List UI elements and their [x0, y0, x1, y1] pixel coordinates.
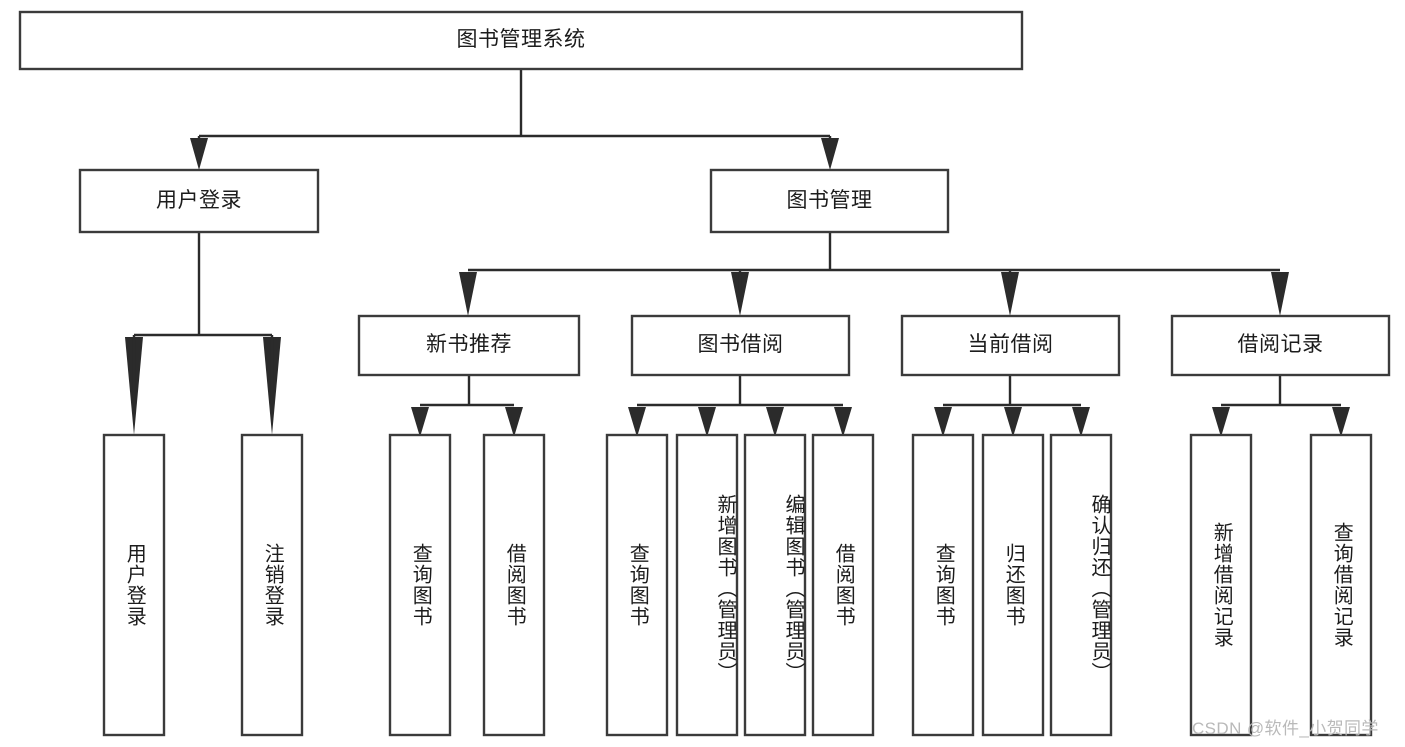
node-box-book-borrow[interactable] [630, 314, 851, 377]
leaf-box-br-query-record[interactable] [1309, 433, 1373, 737]
leaf-box-cb-return-book[interactable] [981, 433, 1045, 737]
arrow-head-bb-leaf-4 [834, 407, 852, 437]
arrow-head-cb-leaf-2 [1004, 407, 1022, 437]
connector-new-book-rec-to-leaves [411, 375, 523, 437]
arrow-head-cb-leaf-3 [1072, 407, 1090, 437]
arrow-head-nbr-leaf-2 [505, 407, 523, 437]
node-box-book-management[interactable] [709, 168, 950, 234]
leaf-box-br-add-record[interactable] [1189, 433, 1253, 737]
node-box-borrow-record[interactable] [1170, 314, 1391, 377]
connector-user-login-to-leaves [125, 232, 281, 435]
leaf-box-cb-query-book[interactable] [911, 433, 975, 737]
arrow-head-br-leaf-2 [1332, 407, 1350, 437]
leaf-box-bb-borrow-book[interactable] [811, 433, 875, 737]
leaf-box-bb-add-book[interactable] [675, 433, 739, 737]
arrow-head-borrow-record [1271, 272, 1289, 316]
leaf-box-cb-confirm-return[interactable] [1049, 433, 1113, 737]
leaf-box-logout[interactable] [240, 433, 304, 737]
node-box-new-book-recommend[interactable] [357, 314, 581, 377]
leaf-box-bb-query-book[interactable] [605, 433, 669, 737]
arrow-head-cb-leaf-1 [934, 407, 952, 437]
connector-current-borrow-to-leaves [934, 375, 1090, 437]
connector-book-mgmt-to-level3 [459, 232, 1289, 316]
connector-book-borrow-to-leaves [628, 375, 852, 437]
arrow-head-bb-leaf-3 [766, 407, 784, 437]
arrow-head-book-borrow [731, 272, 749, 316]
leaf-box-nbr-query-book[interactable] [388, 433, 452, 737]
node-box-user-login[interactable] [78, 168, 320, 234]
arrow-head-current-borrow [1001, 272, 1019, 316]
node-box-root[interactable] [18, 10, 1024, 71]
node-box-current-borrow[interactable] [900, 314, 1121, 377]
connector-root-to-level2 [190, 69, 839, 170]
arrow-head-br-leaf-1 [1212, 407, 1230, 437]
connector-borrow-record-to-leaves [1212, 375, 1350, 437]
arrow-head-bb-leaf-1 [628, 407, 646, 437]
arrow-head-new-book-rec [459, 272, 477, 316]
arrow-head-user-login [190, 138, 208, 170]
leaf-box-bb-edit-book[interactable] [743, 433, 807, 737]
leaf-box-nbr-borrow-book[interactable] [482, 433, 546, 737]
arrow-head-bb-leaf-2 [698, 407, 716, 437]
leaf-box-user-login[interactable] [102, 433, 166, 737]
arrow-head-book-mgmt [821, 138, 839, 170]
arrow-head-nbr-leaf-1 [411, 407, 429, 437]
